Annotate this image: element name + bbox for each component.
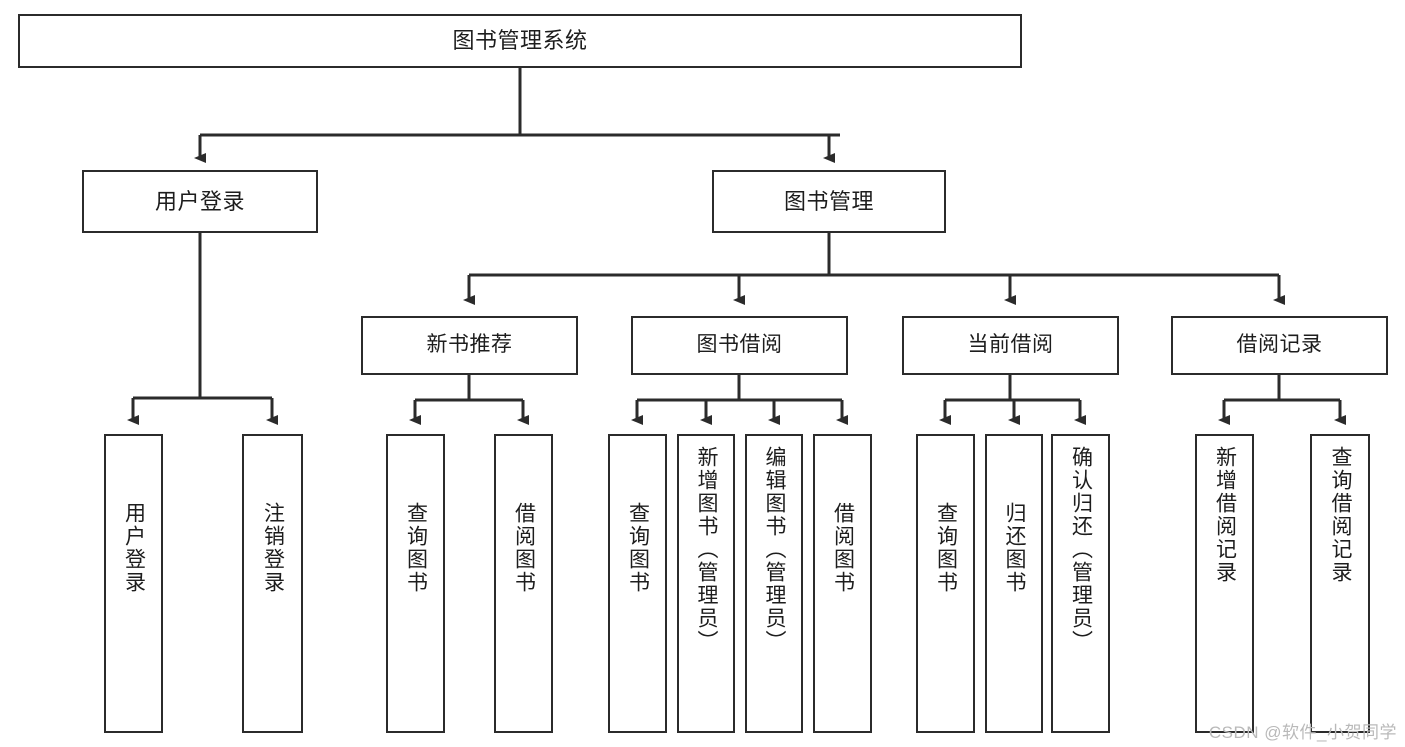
node-label: 图书管理系统 bbox=[452, 28, 588, 54]
node-label: 查询图书 bbox=[934, 502, 958, 594]
node-leaf-query-book-2[interactable]: 查询图书 bbox=[608, 434, 667, 733]
node-leaf-user-login[interactable]: 用户登录 bbox=[104, 434, 163, 733]
node-new-book-recommend[interactable]: 新书推荐 bbox=[361, 316, 578, 375]
node-leaf-add-book[interactable]: 新增图书（管理员） bbox=[677, 434, 735, 733]
node-leaf-return-book[interactable]: 归还图书 bbox=[985, 434, 1043, 733]
node-label: 编辑图书（管理员） bbox=[763, 446, 787, 653]
node-label: 查询图书 bbox=[626, 502, 650, 594]
node-user-login[interactable]: 用户登录 bbox=[82, 170, 318, 233]
node-label: 确认归还（管理员） bbox=[1069, 446, 1093, 653]
node-leaf-borrow-book-1[interactable]: 借阅图书 bbox=[494, 434, 553, 733]
node-label: 用户登录 bbox=[122, 502, 146, 594]
node-leaf-logout-login[interactable]: 注销登录 bbox=[242, 434, 303, 733]
node-label: 查询借阅记录 bbox=[1329, 446, 1353, 584]
node-label: 新增借阅记录 bbox=[1213, 446, 1237, 584]
node-label: 查询图书 bbox=[404, 502, 428, 594]
node-label: 归还图书 bbox=[1003, 502, 1027, 594]
node-label: 注销登录 bbox=[261, 502, 285, 594]
node-leaf-borrow-book-2[interactable]: 借阅图书 bbox=[813, 434, 872, 733]
node-borrow-record[interactable]: 借阅记录 bbox=[1171, 316, 1388, 375]
node-label: 借阅图书 bbox=[512, 502, 536, 594]
node-leaf-edit-book[interactable]: 编辑图书（管理员） bbox=[745, 434, 803, 733]
node-leaf-add-borrow-record[interactable]: 新增借阅记录 bbox=[1195, 434, 1254, 733]
node-label: 借阅图书 bbox=[831, 502, 855, 594]
node-label: 借阅记录 bbox=[1236, 333, 1323, 357]
watermark-text: CSDN @软件_小贺同学 bbox=[1208, 723, 1397, 742]
node-label: 图书借阅 bbox=[696, 333, 783, 357]
node-book-management-system[interactable]: 图书管理系统 bbox=[18, 14, 1022, 68]
node-label: 图书管理 bbox=[783, 188, 874, 214]
node-label: 当前借阅 bbox=[967, 333, 1054, 357]
node-book-management[interactable]: 图书管理 bbox=[712, 170, 946, 233]
node-leaf-confirm-return[interactable]: 确认归还（管理员） bbox=[1051, 434, 1110, 733]
node-book-borrow[interactable]: 图书借阅 bbox=[631, 316, 848, 375]
node-leaf-query-book-1[interactable]: 查询图书 bbox=[386, 434, 445, 733]
node-leaf-query-book-3[interactable]: 查询图书 bbox=[916, 434, 975, 733]
node-label: 新增图书（管理员） bbox=[695, 446, 719, 653]
node-label: 用户登录 bbox=[154, 188, 245, 214]
node-label: 新书推荐 bbox=[426, 333, 513, 357]
node-leaf-query-borrow-record[interactable]: 查询借阅记录 bbox=[1310, 434, 1370, 733]
node-current-borrow[interactable]: 当前借阅 bbox=[902, 316, 1119, 375]
